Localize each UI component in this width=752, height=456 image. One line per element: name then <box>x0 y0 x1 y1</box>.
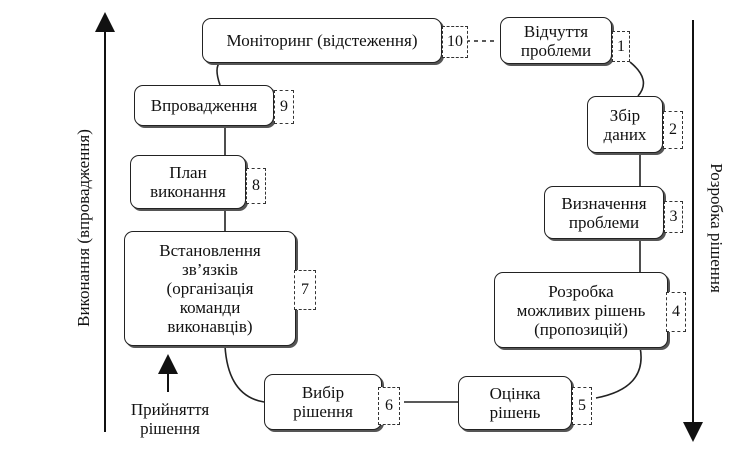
step-7-number: 7 <box>294 270 316 310</box>
right-axis-label: Розробка рішення <box>707 163 726 293</box>
left-axis-label: Виконання (впровадження) <box>74 129 93 327</box>
step-6-label: Вибір рішення <box>293 383 353 421</box>
step-1-number: 1 <box>612 31 630 62</box>
step-8-box: План виконання <box>130 155 246 209</box>
step-3-label: Визначення проблеми <box>561 193 647 232</box>
step-2-number: 2 <box>663 111 683 149</box>
step-2-label: Збір даних <box>603 105 647 144</box>
step-6-number: 6 <box>378 387 400 425</box>
step-3-number: 3 <box>664 201 683 233</box>
step-8-number: 8 <box>246 168 266 204</box>
step-2-box: Збір даних <box>587 96 663 153</box>
step-5-box: Оцінка рішень <box>458 376 572 430</box>
step-8-label: План виконання <box>150 163 226 201</box>
step-1-label: Відчуття проблеми <box>520 21 592 60</box>
step-4-label: Розробка можливих рішень (пропозицій) <box>516 281 646 339</box>
step-10-number: 10 <box>442 26 468 58</box>
step-10-label: Моніторинг (відстеження) <box>226 31 418 50</box>
decision-label: Прийняття рішення <box>130 400 210 438</box>
connector-4-5 <box>595 346 642 399</box>
step-10-box: Моніторинг (відстеження) <box>202 18 442 63</box>
step-7-box: Встановлення зв’язків (організація коман… <box>124 231 296 346</box>
connector-1-2 <box>629 61 645 97</box>
connector-9-10 <box>216 61 221 86</box>
step-9-label: Впровадження <box>150 96 258 115</box>
step-7-label: Встановлення зв’язків (організація коман… <box>159 241 261 336</box>
step-9-number: 9 <box>274 90 294 124</box>
step-9-box: Впровадження <box>134 85 274 126</box>
step-4-box: Розробка можливих рішень (пропозицій) <box>494 272 668 348</box>
connector-6-7 <box>224 345 265 403</box>
step-5-number: 5 <box>572 387 592 425</box>
step-3-box: Визначення проблеми <box>544 186 664 239</box>
step-1-box: Відчуття проблеми <box>500 17 612 64</box>
step-6-box: Вибір рішення <box>264 374 382 430</box>
step-5-label: Оцінка рішень <box>489 384 541 422</box>
step-4-number: 4 <box>666 292 686 332</box>
